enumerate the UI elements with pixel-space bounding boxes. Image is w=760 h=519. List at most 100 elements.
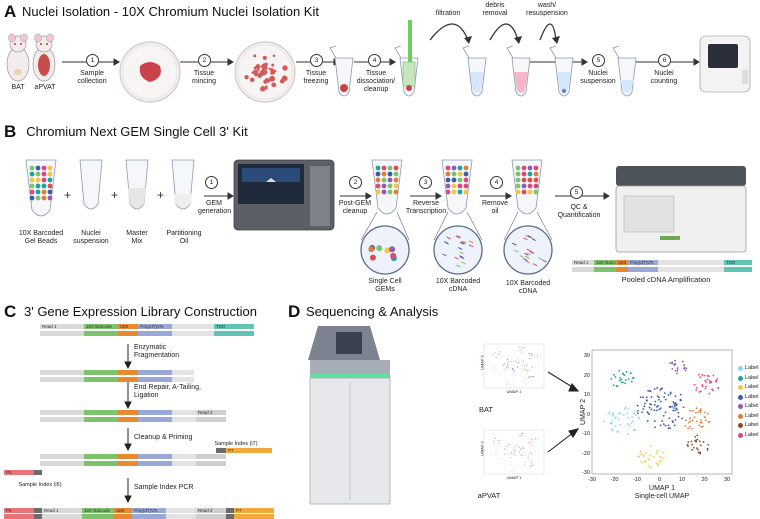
- umap-point: [684, 369, 687, 372]
- umap-point: [494, 368, 495, 369]
- x-tick-label: 20: [701, 477, 708, 483]
- construct-umi: [118, 461, 138, 466]
- umap-point: [646, 420, 649, 422]
- construct-read2: Read 2: [196, 508, 226, 513]
- step-number-a1: 1: [86, 54, 99, 67]
- gel-bead: [381, 171, 387, 177]
- construct-tso: TSO: [724, 260, 752, 265]
- umap-point: [639, 450, 642, 453]
- umap-point: [658, 408, 661, 411]
- umap-point: [671, 420, 674, 422]
- umap-point: [603, 420, 606, 423]
- legend-swatch: [738, 413, 743, 419]
- gel-bead: [527, 171, 533, 177]
- umap-point: [498, 350, 500, 352]
- umap-point: [507, 363, 509, 365]
- gel-bead: [457, 183, 463, 189]
- gel-bead: [515, 177, 521, 183]
- cdna-strand: [519, 255, 525, 259]
- gel-bead: [451, 183, 457, 189]
- gel-bead: [445, 183, 451, 189]
- umap-point: [495, 452, 497, 454]
- umap-point: [630, 422, 633, 425]
- umap-point: [640, 453, 643, 455]
- umap-point: [677, 415, 680, 418]
- umap-point: [499, 440, 501, 442]
- umap-point: [637, 409, 639, 412]
- umap-point: [506, 366, 508, 368]
- umap-point: [507, 366, 509, 367]
- gel-bead: [521, 183, 527, 189]
- cdna-strand: [524, 252, 529, 256]
- umap-point: [674, 419, 677, 421]
- umap-point: [642, 408, 645, 410]
- umap-point: [503, 363, 505, 364]
- umap-point: [614, 424, 617, 427]
- umap-point: [671, 368, 674, 370]
- step-c-fragmentation: Enzymatic Fragmentation: [134, 344, 180, 359]
- umap-point: [661, 420, 664, 422]
- umap-point: [494, 356, 496, 358]
- umap-point: [717, 387, 720, 389]
- adapter-p5: P5: [4, 470, 34, 475]
- umap-point: [524, 464, 526, 466]
- index-i7: [226, 508, 234, 513]
- umap-point: [514, 451, 515, 453]
- adapter-p7: P7: [226, 448, 272, 453]
- umap-point: [629, 372, 632, 375]
- legend-swatch: [738, 385, 743, 390]
- cdna-strand: [531, 238, 536, 241]
- umap-point: [521, 445, 523, 447]
- umap-point: [529, 358, 531, 360]
- umap-point: [674, 395, 677, 398]
- cdna-strand: [525, 260, 531, 264]
- umap-point: [650, 408, 653, 411]
- umap-point: [663, 392, 666, 395]
- umap-point: [684, 419, 687, 422]
- circle-label-gems: Single Cell GEMs: [368, 278, 402, 293]
- cdna-strand: [468, 244, 474, 248]
- cdna-strand: [454, 256, 459, 260]
- step-number-a3: 3: [310, 54, 323, 67]
- umap-point: [631, 420, 634, 423]
- umap-point: [504, 469, 505, 470]
- index-i5: [34, 470, 42, 475]
- construct-tso: [214, 331, 254, 336]
- umap-point: [627, 433, 630, 435]
- tissue-piece: [253, 54, 257, 58]
- umap-point: [521, 454, 522, 456]
- umap-point: [619, 379, 621, 382]
- cdna-strand: [514, 249, 519, 253]
- umap-point: [647, 458, 650, 461]
- umap-point: [611, 419, 614, 422]
- gel-bead: [29, 195, 35, 201]
- gel-bead: [445, 165, 451, 171]
- construct-read1: [40, 417, 84, 422]
- umap-point: [699, 452, 701, 455]
- umap-point: [631, 377, 634, 379]
- construct-barcode: 10X Barcode: [594, 260, 616, 265]
- gel-bead: [527, 183, 533, 189]
- umap-point: [495, 369, 497, 371]
- umap-point: [706, 378, 709, 381]
- umap-point: [500, 372, 502, 374]
- step-label-b3: Reverse Transcription: [405, 200, 447, 215]
- umap-point: [700, 421, 703, 424]
- umap-point: [529, 451, 531, 453]
- umap-point: [681, 360, 684, 363]
- cdna-strand: [525, 234, 530, 238]
- umap-point: [653, 403, 656, 406]
- umap-point: [669, 393, 672, 395]
- gel-bead: [41, 183, 47, 189]
- umap-point: [704, 387, 707, 390]
- umap-point: [506, 453, 508, 455]
- cdna-strand: [459, 255, 464, 259]
- umap-point: [508, 444, 510, 445]
- gel-bead: [387, 177, 393, 183]
- construct-polydt: [138, 331, 172, 336]
- umap-point: [492, 353, 494, 355]
- umap-point: [676, 372, 678, 375]
- step-number-b3: 3: [419, 176, 432, 189]
- construct-read2: Read 2: [196, 410, 226, 415]
- umap-point: [518, 362, 519, 364]
